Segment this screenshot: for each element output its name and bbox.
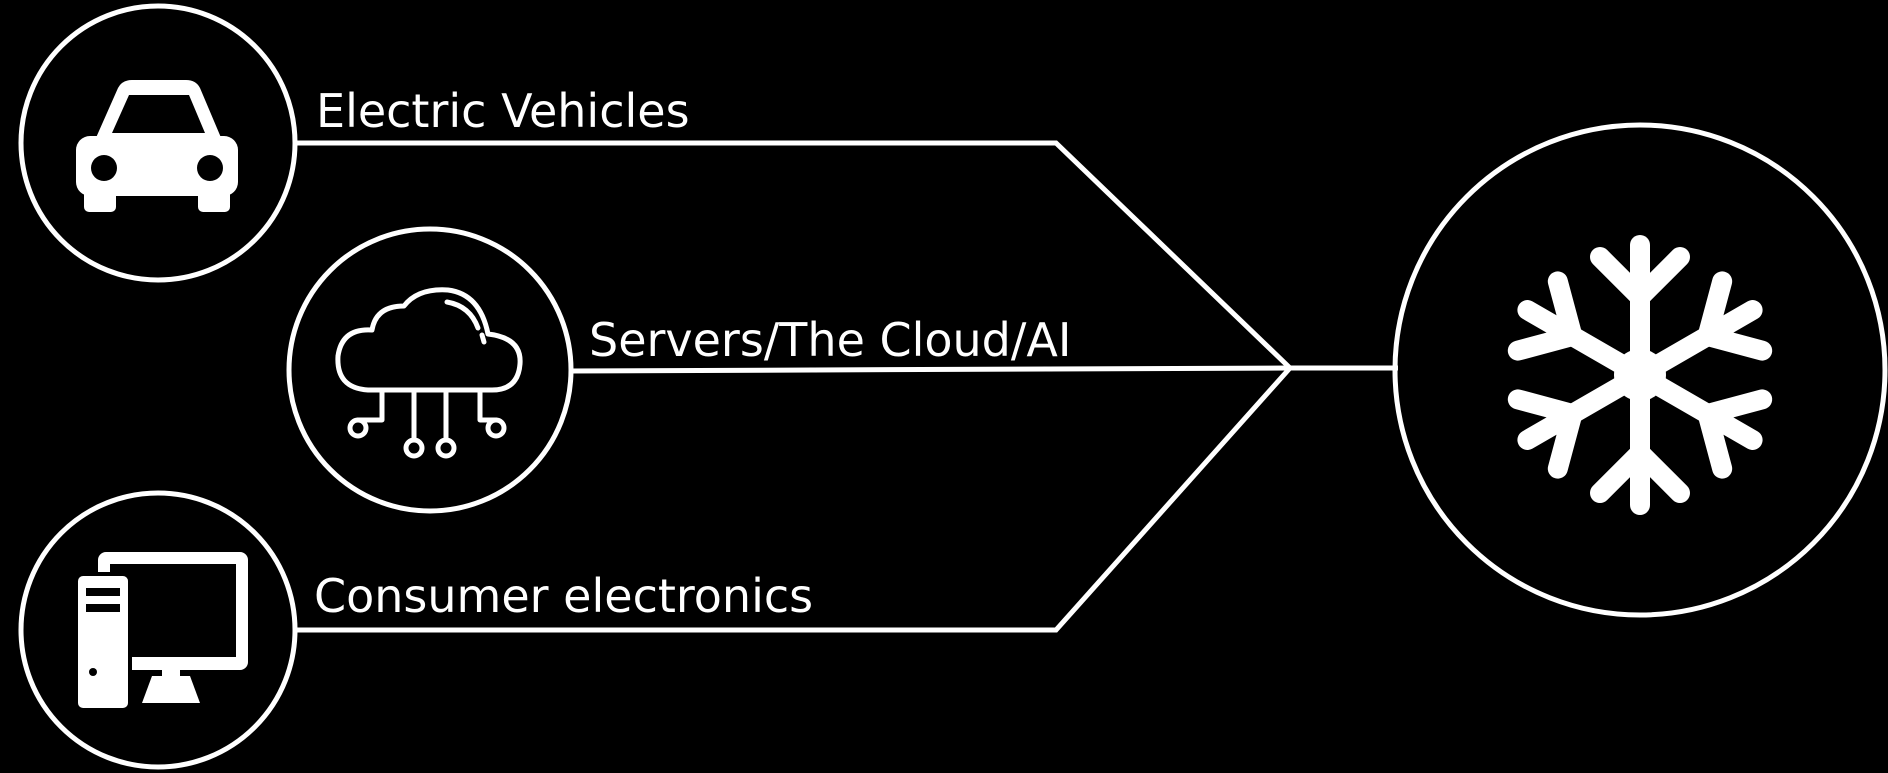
node-servers-cloud-ai [286,226,574,514]
cloud-circuit-icon [335,287,523,459]
connector-electronics [295,366,1292,633]
snowflake-icon [1507,235,1772,505]
node-ring [18,490,298,770]
node-electric-vehicles [18,3,298,283]
connector-ev [295,140,1292,370]
car-icon [76,80,238,212]
node-ring [1392,122,1888,618]
connector-cloud [569,365,1398,374]
node-consumer-electronics [18,490,298,770]
node-ring [18,3,298,283]
node-ring [286,226,574,514]
label-consumer-electronics: Consumer electronics [314,569,813,623]
node-cooling [1392,122,1888,618]
desktop-computer-icon [74,552,248,712]
connector-lines [295,140,1398,633]
label-servers-cloud-ai: Servers/The Cloud/AI [589,313,1071,367]
label-electric-vehicles: Electric Vehicles [316,84,690,138]
